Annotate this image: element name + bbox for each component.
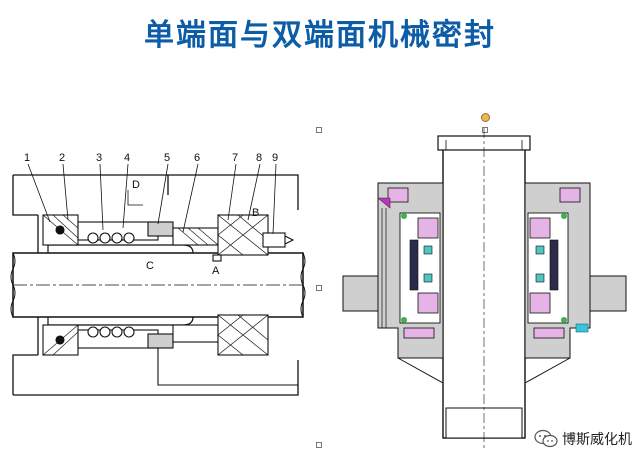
- watermark-text: 博斯威化机: [562, 432, 632, 448]
- label-c: C: [146, 260, 154, 272]
- part-number-9: 9: [272, 152, 278, 164]
- part-number-1: 1: [24, 152, 30, 164]
- wechat-icon: [534, 429, 558, 448]
- watermark: 博斯威化机: [534, 426, 632, 452]
- part-number-4: 4: [124, 152, 130, 164]
- part-number-5: 5: [164, 152, 170, 164]
- part-number-6: 6: [194, 152, 200, 164]
- part-number-2: 2: [59, 152, 65, 164]
- label-d: D: [132, 179, 140, 191]
- rotation-handle[interactable]: [481, 113, 490, 122]
- part-number-3: 3: [96, 152, 102, 164]
- slide-title: 单端面与双端面机械密封: [144, 18, 496, 53]
- label-a: A: [212, 265, 220, 277]
- selection-handle[interactable]: [482, 127, 488, 133]
- single-seal-drawing: 1 2 3 4 5 6 7 8 9 D B C A: [10, 152, 306, 396]
- selection-handle[interactable]: [316, 285, 322, 291]
- part-number-7: 7: [232, 152, 238, 164]
- double-seal-drawing: [342, 128, 627, 448]
- label-b: B: [252, 207, 259, 219]
- part-number-8: 8: [256, 152, 262, 164]
- selection-handle[interactable]: [316, 127, 322, 133]
- selection-handle[interactable]: [316, 442, 322, 448]
